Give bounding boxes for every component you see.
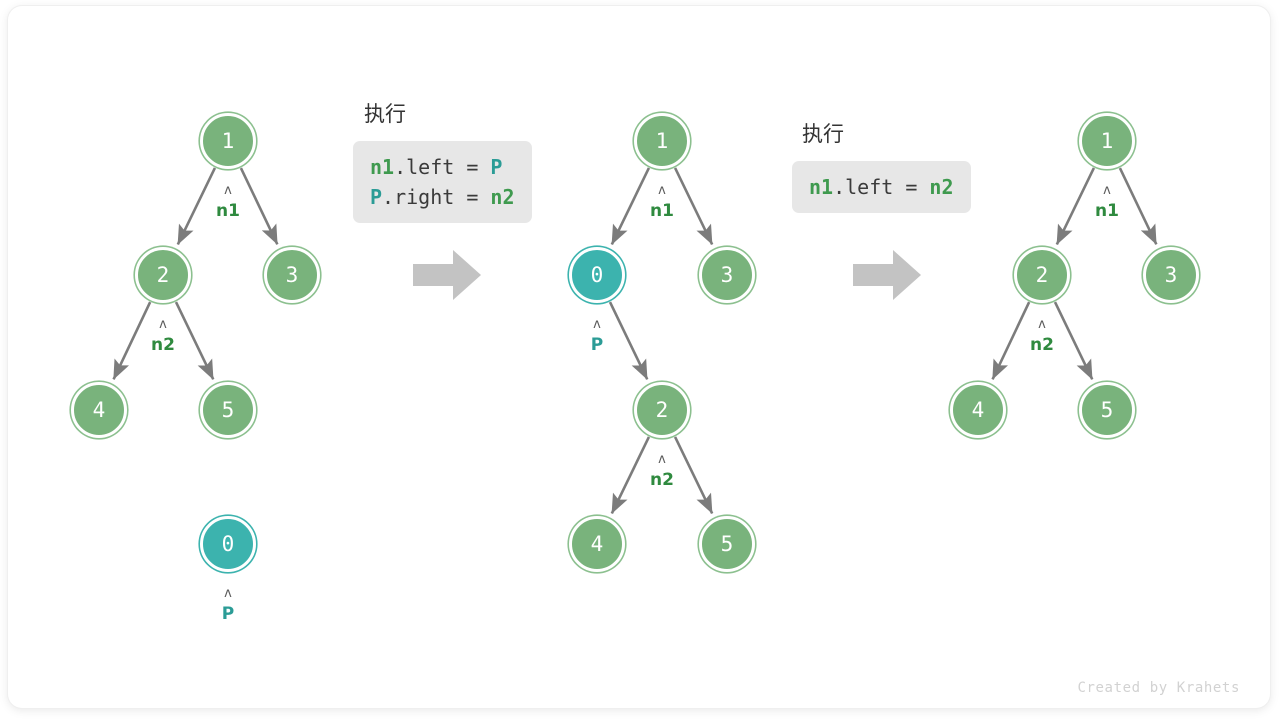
tree-node: 4	[569, 516, 625, 572]
code-token: .left =	[394, 155, 491, 179]
code-line: P.right = n2	[370, 182, 515, 212]
tree-node: 3	[699, 247, 755, 303]
code-token: n2	[490, 185, 515, 209]
tree-node: 5	[1079, 382, 1135, 438]
code-token: n1	[370, 155, 395, 179]
step-transition-arrow-icon	[853, 250, 923, 300]
code-line: n1.left = n2	[809, 172, 954, 202]
tree-node: 2	[634, 382, 690, 438]
code-token: P	[490, 155, 503, 179]
code-token: P	[370, 185, 383, 209]
step-caption: 执行	[802, 122, 844, 146]
code-token: .right =	[382, 185, 491, 209]
tree-node: 5	[200, 382, 256, 438]
code-token: .left =	[833, 175, 930, 199]
watermark: Created by Krahets	[1077, 680, 1240, 696]
arrow-shaft	[413, 264, 455, 286]
code-token: n1	[809, 175, 834, 199]
tree-node: 1	[634, 113, 690, 169]
tree-node: 3	[1143, 247, 1199, 303]
arrow-head	[453, 250, 481, 300]
tree-node: 1	[200, 113, 256, 169]
tree-node: 1	[1079, 113, 1135, 169]
tree-node: 0	[569, 247, 625, 303]
diagram-card	[8, 6, 1270, 708]
arrow-shaft	[853, 264, 895, 286]
tree-node: 2	[135, 247, 191, 303]
code-line: n1.left = P	[370, 152, 515, 182]
code-token: n2	[929, 175, 954, 199]
code-block: n1.left = n2	[792, 161, 971, 213]
tree-node: 3	[264, 247, 320, 303]
step-transition-arrow-icon	[413, 250, 483, 300]
tree-node: 4	[71, 382, 127, 438]
tree-node: 2	[1014, 247, 1070, 303]
tree-node: 5	[699, 516, 755, 572]
arrow-head	[893, 250, 921, 300]
tree-node: 0	[200, 516, 256, 572]
step-caption: 执行	[364, 102, 406, 126]
tree-node: 4	[950, 382, 1006, 438]
